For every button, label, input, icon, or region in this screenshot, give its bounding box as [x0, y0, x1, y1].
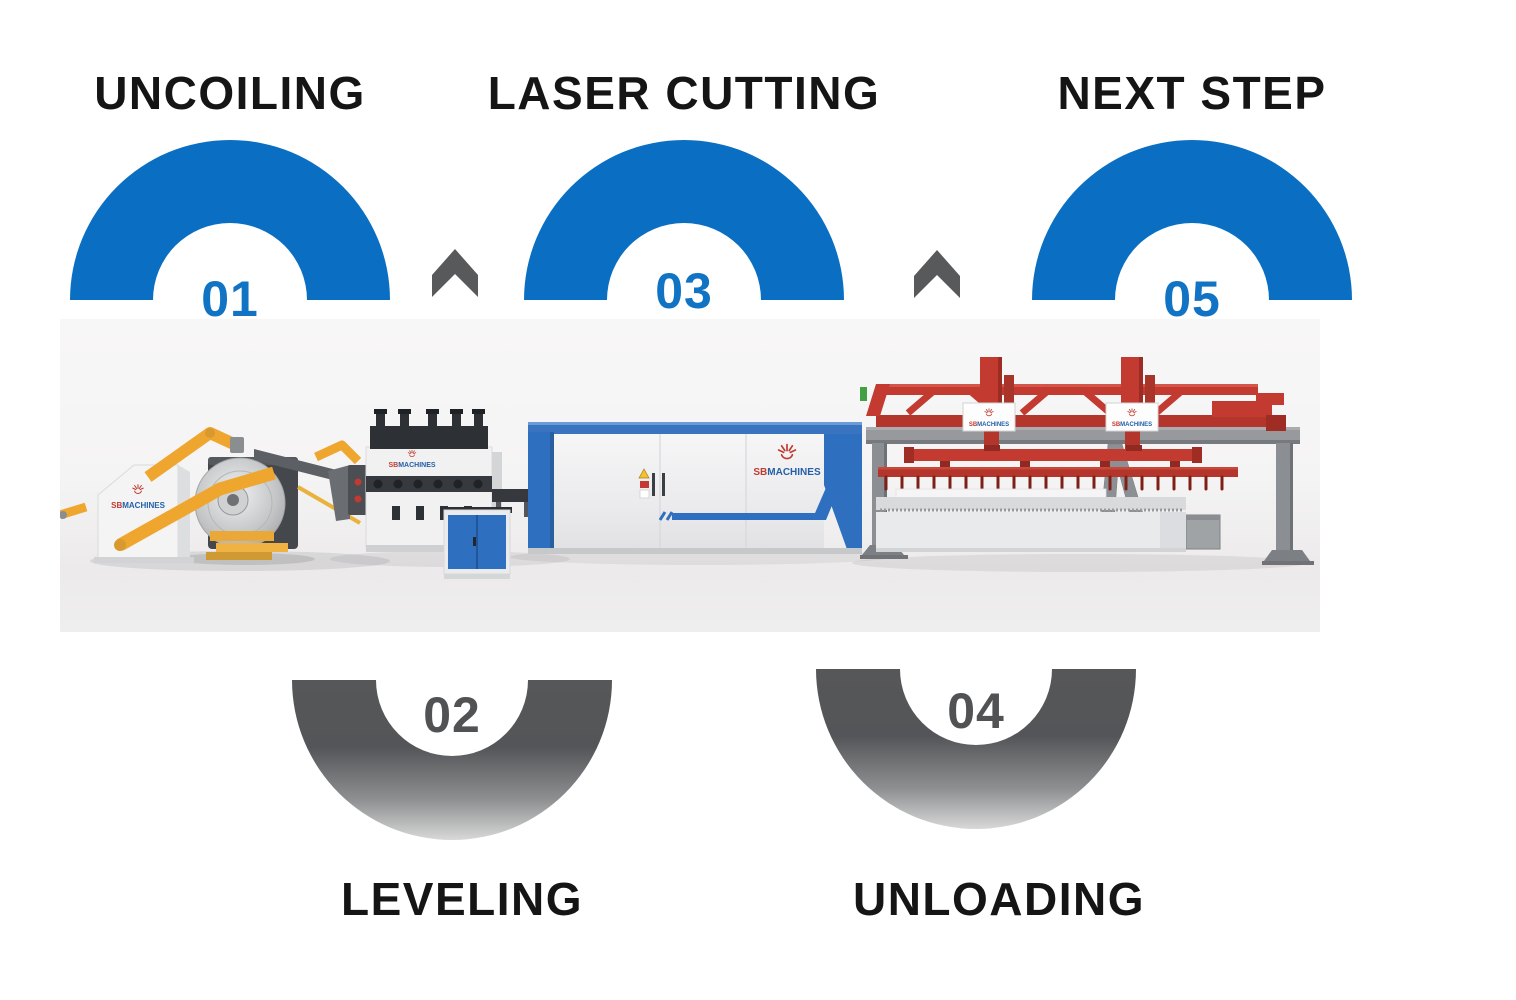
chevron-up-icon — [914, 250, 960, 298]
step-arc-04 — [816, 669, 1136, 829]
warning-labels — [638, 468, 650, 499]
door-handle — [652, 473, 655, 496]
step-title-uncoiling: UNCOILING — [94, 67, 366, 119]
step-arc-03 — [524, 140, 844, 300]
machine-line-illustration: SBMACHINES — [60, 357, 1314, 579]
step-arc-01 — [70, 140, 390, 300]
step-arc-05 — [1032, 140, 1352, 300]
brand-logo-leveler: SBMACHINES — [388, 449, 436, 469]
brand-logo-laser: SBMACHINES — [753, 443, 821, 478]
step-number-05: 05 — [1163, 271, 1221, 327]
svg-text:SBMACHINES: SBMACHINES — [111, 501, 165, 510]
svg-text:SBMACHINES: SBMACHINES — [1112, 422, 1152, 428]
unloading-table — [876, 488, 1186, 552]
step-title-next-step: NEXT STEP — [1057, 67, 1327, 119]
svg-text:SBMACHINES: SBMACHINES — [753, 467, 821, 478]
brand-sign: SBMACHINES — [962, 402, 1016, 432]
gripper-comb — [884, 475, 1224, 491]
laser-cutting-machine: SBMACHINES — [528, 422, 862, 554]
step-number-03: 03 — [655, 263, 713, 319]
step-number-02: 02 — [423, 687, 481, 743]
step-number-04: 04 — [947, 683, 1005, 739]
green-lamp — [860, 387, 867, 401]
step-title-leveling: LEVELING — [340, 873, 584, 925]
step-title-unloading: UNLOADING — [852, 873, 1146, 925]
svg-text:SBMACHINES: SBMACHINES — [388, 462, 435, 469]
step-arc-02 — [292, 680, 612, 840]
machine-line-image: SBMACHINES — [60, 319, 1320, 632]
tool-cabinet — [442, 507, 512, 579]
unloading-gantry: SBMACHINES SBMACHINES — [860, 357, 1314, 565]
door-handle — [662, 473, 665, 496]
chevron-up-icon — [432, 249, 478, 297]
step-number-01: 01 — [201, 271, 259, 327]
brand-sign: SBMACHINES — [1105, 402, 1159, 432]
brand-logo-uncoiler: SBMACHINES — [111, 484, 166, 510]
svg-text:SBMACHINES: SBMACHINES — [969, 422, 1009, 428]
step-title-laser-cutting: LASER CUTTING — [487, 67, 881, 119]
